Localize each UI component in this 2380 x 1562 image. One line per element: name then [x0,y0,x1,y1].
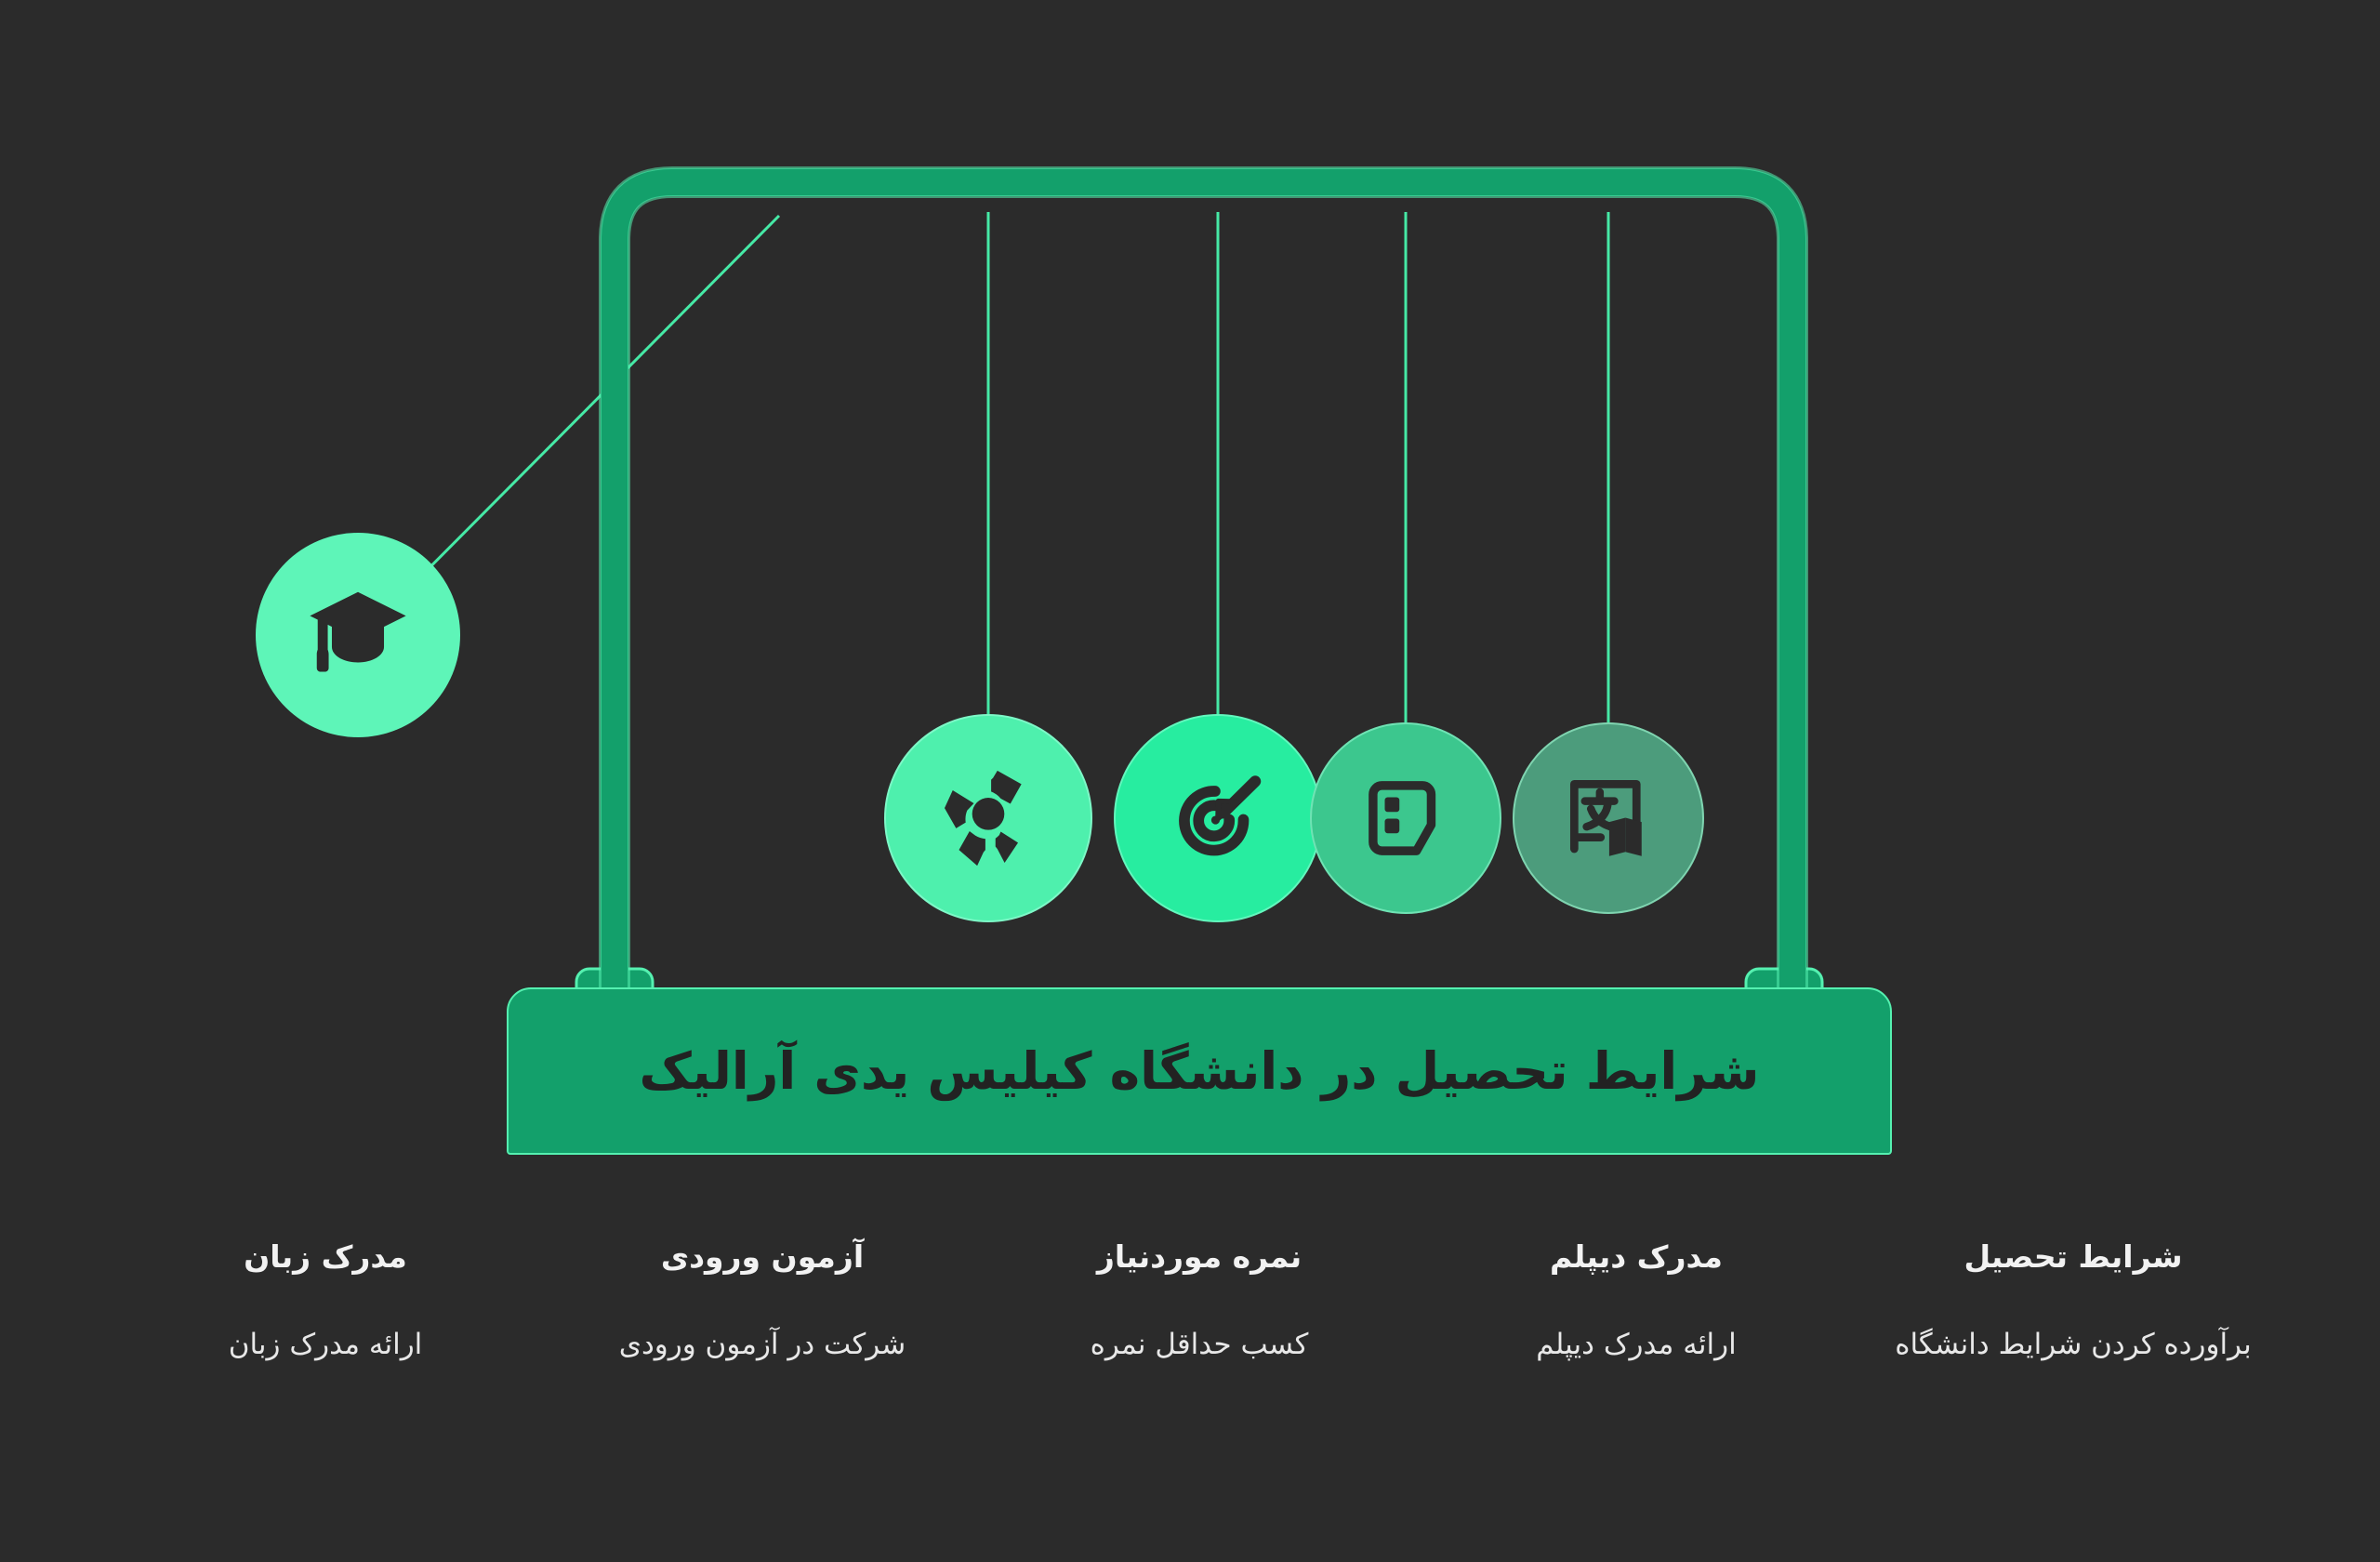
diploma-rosette-icon [931,761,1046,876]
legend-title: نمره موردنیاز [1096,1238,1302,1275]
legend-description: ارائه مدرک دیپلم [1536,1327,1737,1361]
title-plate: شرایط تحصیل در دانشگاه کیلیس یدی آرالیک [507,987,1892,1155]
target-arrow-icon [1161,761,1275,875]
pendulum-ball-diploma[interactable] [884,714,1092,922]
legend-item-diploma: مدرک دیپلم ارائه مدرک دیپلم [1441,1237,1831,1366]
translate-book-icon [1557,767,1659,869]
swing-string [365,214,781,632]
graduation-cap-icon [303,578,413,692]
legend-description: برآورده کردن شرایط دانشگاه [1895,1327,2252,1361]
pendulum-ball-language[interactable] [1513,722,1704,914]
legend-title: مدرک زبان [244,1238,407,1275]
newtons-cradle-frame [365,166,1824,1002]
cradle-svg [365,166,1824,1002]
exam-sheet-icon [1355,768,1456,868]
legend-item-language: مدرک زبان ارائه مدرک زبان [130,1237,521,1366]
legend-title: شرایط تحصیل [1964,1238,2183,1275]
pendulum-ball-exam[interactable] [1310,722,1501,914]
page-title: شرایط تحصیل در دانشگاه کیلیس یدی آرالیک [639,1041,1760,1101]
legend-title: مدرک دیپلم [1550,1238,1723,1275]
legend-item-entrance-exam: آزمون ورودی شرکت در آزمون ورودی [567,1237,958,1366]
swing-ball-graduation[interactable] [256,533,460,737]
legend-description: شرکت در آزمون ورودی [618,1327,906,1361]
legend-description: ارائه مدرک زبان [228,1327,423,1361]
pendulum-strings [986,212,1610,818]
legend-item-required-score: نمره موردنیاز کسب حداقل نمره [1004,1237,1395,1366]
legend-description: کسب حداقل نمره [1090,1327,1309,1361]
legend-item-study-conditions: شرایط تحصیل برآورده کردن شرایط دانشگاه [1878,1237,2268,1366]
legend-title: آزمون ورودی [660,1238,865,1275]
cradle-arch-fill [602,169,1805,995]
pendulum-ball-score[interactable] [1114,714,1322,922]
legend-row: مدرک زبان ارائه مدرک زبان آزمون ورودی شر… [130,1237,2268,1366]
